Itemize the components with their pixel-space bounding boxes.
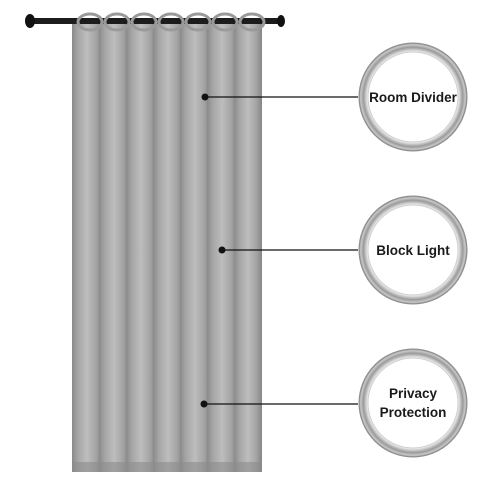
curtain-grommets <box>76 12 266 32</box>
room-divider-label: Room Divider <box>358 88 468 107</box>
callout-rings <box>358 42 468 458</box>
privacy-protection-label: Privacy Protection <box>358 384 468 422</box>
room-divider-text: Room Divider <box>369 90 457 105</box>
block-light-label: Block Light <box>358 241 468 260</box>
callout-connectors <box>200 93 358 408</box>
protection-text: Protection <box>379 405 447 420</box>
block-light-text: Block Light <box>376 243 450 258</box>
curtain-panel <box>72 18 262 472</box>
privacy-text: Privacy <box>388 386 438 401</box>
curtain-folds <box>72 20 262 472</box>
